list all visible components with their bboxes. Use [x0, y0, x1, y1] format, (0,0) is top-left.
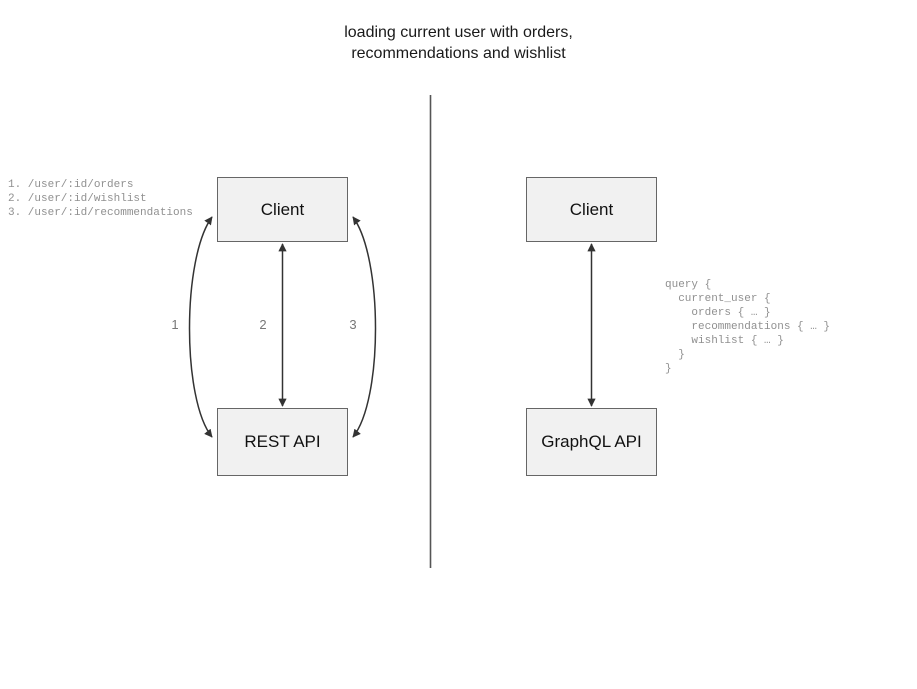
- edge-1-arc: [188, 216, 213, 438]
- edge-label-1: 1: [171, 317, 179, 332]
- node-rest-api[interactable]: REST API: [217, 408, 348, 476]
- node-client-graphql[interactable]: Client: [526, 177, 657, 242]
- edge-label-2: 2: [259, 317, 267, 332]
- rest-endpoint-list: 1. /user/:id/orders 2. /user/:id/wishlis…: [8, 179, 193, 219]
- edge-3-arc: [352, 216, 377, 438]
- diagram-title: loading current user with orders, recomm…: [344, 24, 573, 62]
- node-client-rest[interactable]: Client: [217, 177, 348, 242]
- node-client-graphql-label: Client: [569, 199, 614, 219]
- node-graphql-api[interactable]: GraphQL API: [526, 408, 657, 476]
- graphql-query-snippet: query { current_user { orders { … } reco…: [665, 279, 831, 375]
- node-graphql-api-label: GraphQL API: [541, 432, 642, 451]
- node-rest-api-label: REST API: [244, 432, 321, 451]
- edge-label-3: 3: [349, 317, 357, 332]
- node-client-rest-label: Client: [260, 199, 305, 219]
